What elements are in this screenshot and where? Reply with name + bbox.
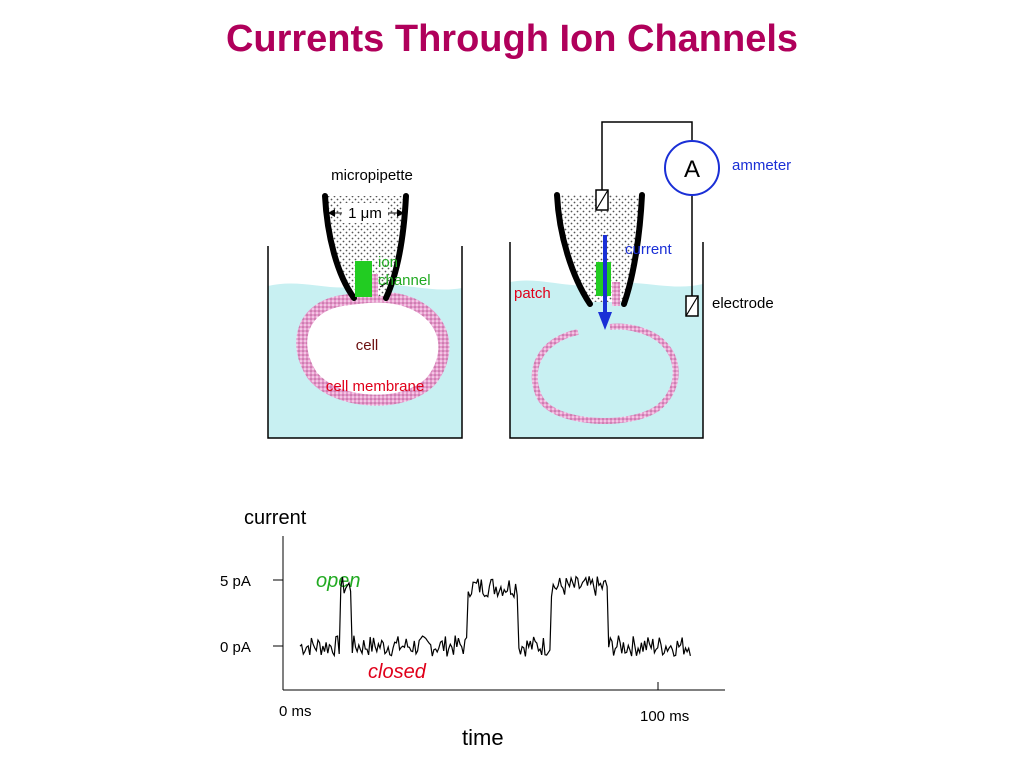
cell-membrane-label: cell membrane (326, 378, 424, 395)
right-bath (510, 280, 703, 438)
circuit-wire (601, 121, 693, 296)
cell (296, 291, 450, 406)
trace-xlabel: time (462, 725, 504, 750)
left-diagram: micropipette 1 μm ion channel cell cell … (267, 167, 463, 439)
current-label: current (625, 241, 673, 258)
right-beaker (509, 242, 704, 439)
right-pipette-interior (560, 195, 640, 302)
right-diagram: A ammeter current patch electrode (509, 121, 791, 439)
xtick-label-100ms: 100 ms (640, 708, 689, 725)
scale-bar-arrow-right (397, 209, 404, 217)
slide-title: Currents Through Ion Channels (225, 18, 799, 60)
patch-membrane (612, 282, 620, 306)
open-label: open (316, 570, 361, 592)
ion-channel-label-line1: ion (378, 254, 398, 271)
ytick-label-5pa: 5 pA (220, 573, 251, 590)
membrane-patch (372, 274, 378, 298)
patch-label: patch (514, 285, 551, 302)
current-trace-line (299, 575, 691, 658)
closed-label: closed (368, 661, 427, 683)
ion-channel-label-line2: channel (378, 272, 431, 289)
micropipette-label: micropipette (331, 167, 413, 184)
ion-channel (355, 261, 372, 297)
ammeter-label: ammeter (732, 157, 791, 174)
left-pipette-wall-left (322, 193, 357, 301)
right-pipette-wall-left (554, 192, 593, 307)
right-cell (531, 323, 679, 424)
scale-bar-arrow-left (328, 209, 335, 217)
ammeter-icon (664, 140, 720, 196)
electrode-label: electrode (712, 295, 774, 312)
ammeter-symbol: A (684, 156, 700, 183)
right-pipette-wall-right (621, 192, 645, 307)
ytick-label-0pa: 0 pA (220, 639, 251, 656)
left-pipette-wall-right (383, 193, 409, 301)
scale-label: 1 μm (348, 205, 382, 222)
left-beaker (267, 246, 463, 439)
trace-ylabel: current (244, 507, 307, 529)
ion-channel-pointer (379, 281, 389, 288)
xtick-label-0ms: 0 ms (279, 703, 312, 720)
current-trace-plot: current 5 pA 0 pA 0 ms 100 ms time open … (220, 507, 725, 750)
cell-label: cell (356, 337, 379, 354)
current-arrow-head (598, 312, 612, 330)
